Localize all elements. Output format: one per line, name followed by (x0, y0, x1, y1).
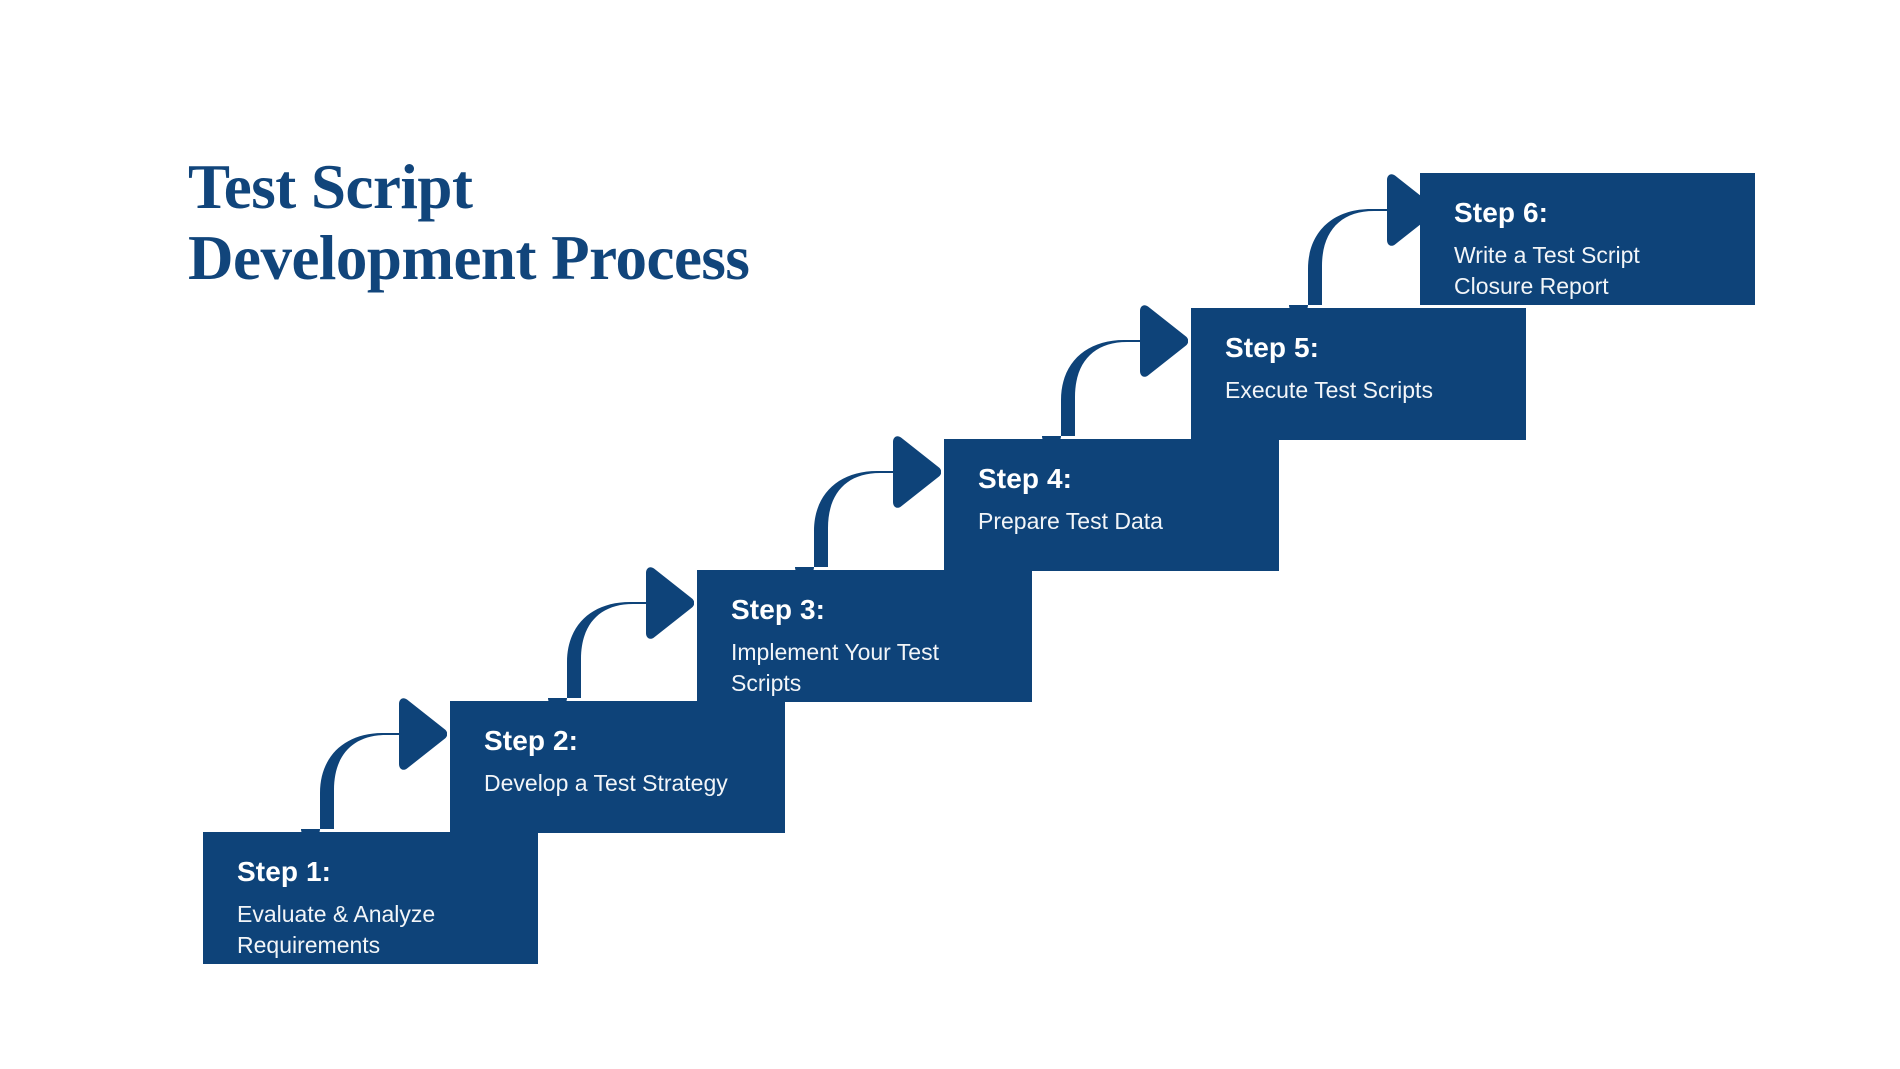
step-label-4: Step 4: (978, 463, 1073, 494)
step-label-5: Step 5: (1225, 332, 1320, 363)
step-description-2: Develop a Test Strategy (484, 770, 728, 796)
curved-arrow-icon-2 (534, 567, 694, 705)
step-description-5: Execute Test Scripts (1225, 377, 1433, 403)
step-description-1: Evaluate & Analyze Requirements (237, 901, 436, 959)
step-label-2: Step 2: (484, 725, 579, 756)
step-label-3: Step 3: (731, 594, 826, 625)
step-label-6: Step 6: (1454, 197, 1549, 228)
process-step-box-2[interactable]: Step 2: Develop a Test Strategy (450, 701, 785, 833)
step-description-4: Prepare Test Data (978, 508, 1163, 534)
process-step-box-3[interactable]: Step 3: Implement Your Test Scripts (697, 570, 1032, 702)
step-label-1: Step 1: (237, 856, 332, 887)
curved-arrow-icon-3 (781, 436, 941, 574)
page-title: Test Script Development Process (188, 152, 750, 293)
step-description-6: Write a Test Script Closure Report (1454, 242, 1640, 300)
curved-arrow-icon-4 (1028, 305, 1188, 443)
step-description-3: Implement Your Test Scripts (731, 639, 939, 697)
process-step-box-5[interactable]: Step 5: Execute Test Scripts (1191, 308, 1526, 440)
curved-arrow-icon-5 (1275, 174, 1435, 312)
process-step-box-4[interactable]: Step 4: Prepare Test Data (944, 439, 1279, 571)
process-step-box-1[interactable]: Step 1: Evaluate & Analyze Requirements (203, 832, 538, 964)
curved-arrow-icon-1 (287, 698, 447, 836)
process-step-box-6[interactable]: Step 6: Write a Test Script Closure Repor… (1420, 173, 1755, 305)
